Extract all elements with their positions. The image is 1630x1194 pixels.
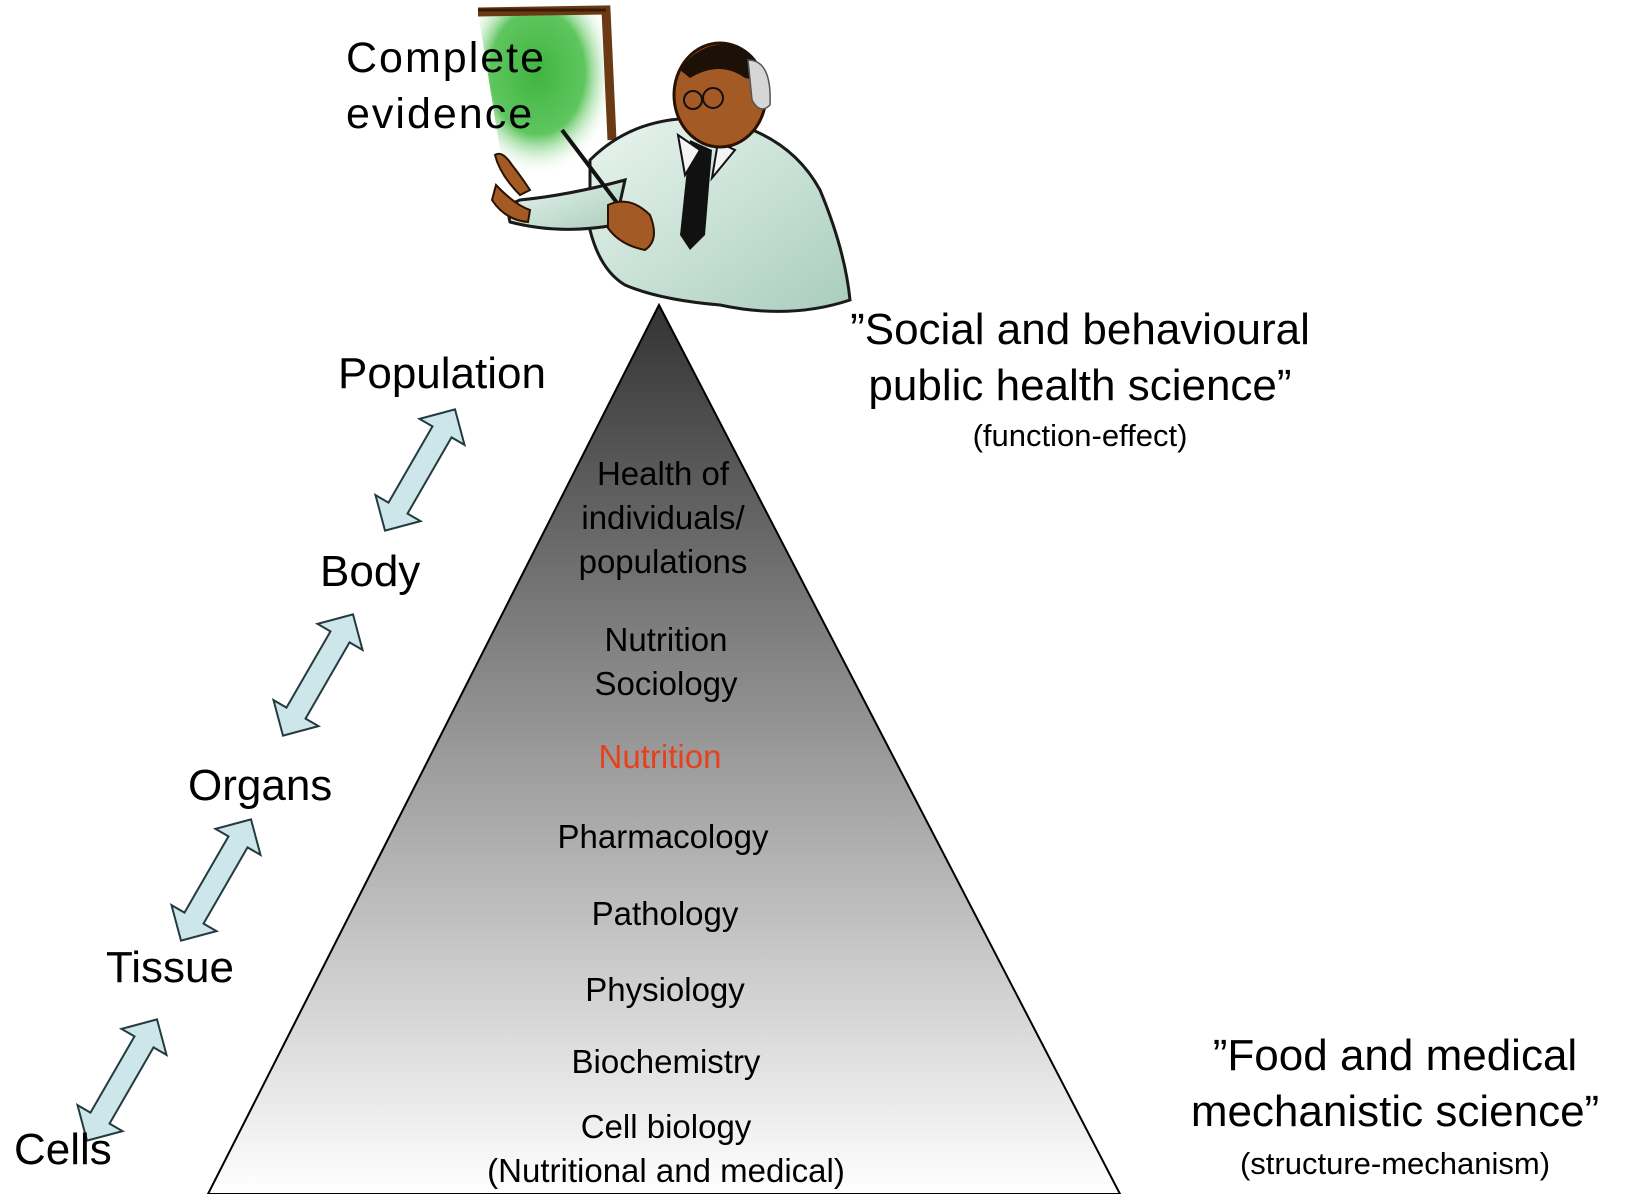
level-organs: Organs [188, 761, 333, 810]
bottom-annotation-subtitle: (structure-mechanism) [1239, 1146, 1551, 1181]
arrow-organs-body [271, 613, 365, 737]
top-annotation-subtitle: (function-effect) [972, 418, 1188, 453]
arrow-tissue-organs [169, 818, 263, 942]
pyramid-item-physiology: Physiology [585, 971, 745, 1008]
level-cells: Cells [14, 1125, 112, 1174]
pyramid-item-nutrition-sociology: Nutrition Sociology [594, 621, 738, 702]
bottom-annotation-title: ”Food and medical mechanistic science” [1190, 1031, 1600, 1136]
presenter-illustration [477, 5, 852, 313]
level-body: Body [320, 547, 421, 596]
top-annotation-title: ”Social and behavioural public health sc… [850, 305, 1310, 410]
arrow-body-population [373, 408, 467, 532]
level-population: Population [338, 349, 546, 398]
pyramid-item-health: Health of individuals/ populations [578, 455, 748, 580]
pyramid-item-pharmacology: Pharmacology [557, 818, 769, 855]
arrow-cells-tissue [75, 1018, 169, 1142]
pyramid-item-biochemistry: Biochemistry [571, 1043, 761, 1080]
level-tissue: Tissue [106, 943, 234, 992]
evidence-pyramid [206, 302, 1122, 1194]
pyramid-item-nutrition: Nutrition [598, 738, 722, 775]
pyramid-item-pathology: Pathology [591, 895, 739, 932]
complete-evidence-label: Complete evidence [346, 34, 547, 138]
pyramid-item-cell-biology: Cell biology (Nutritional and medical) [487, 1108, 845, 1189]
